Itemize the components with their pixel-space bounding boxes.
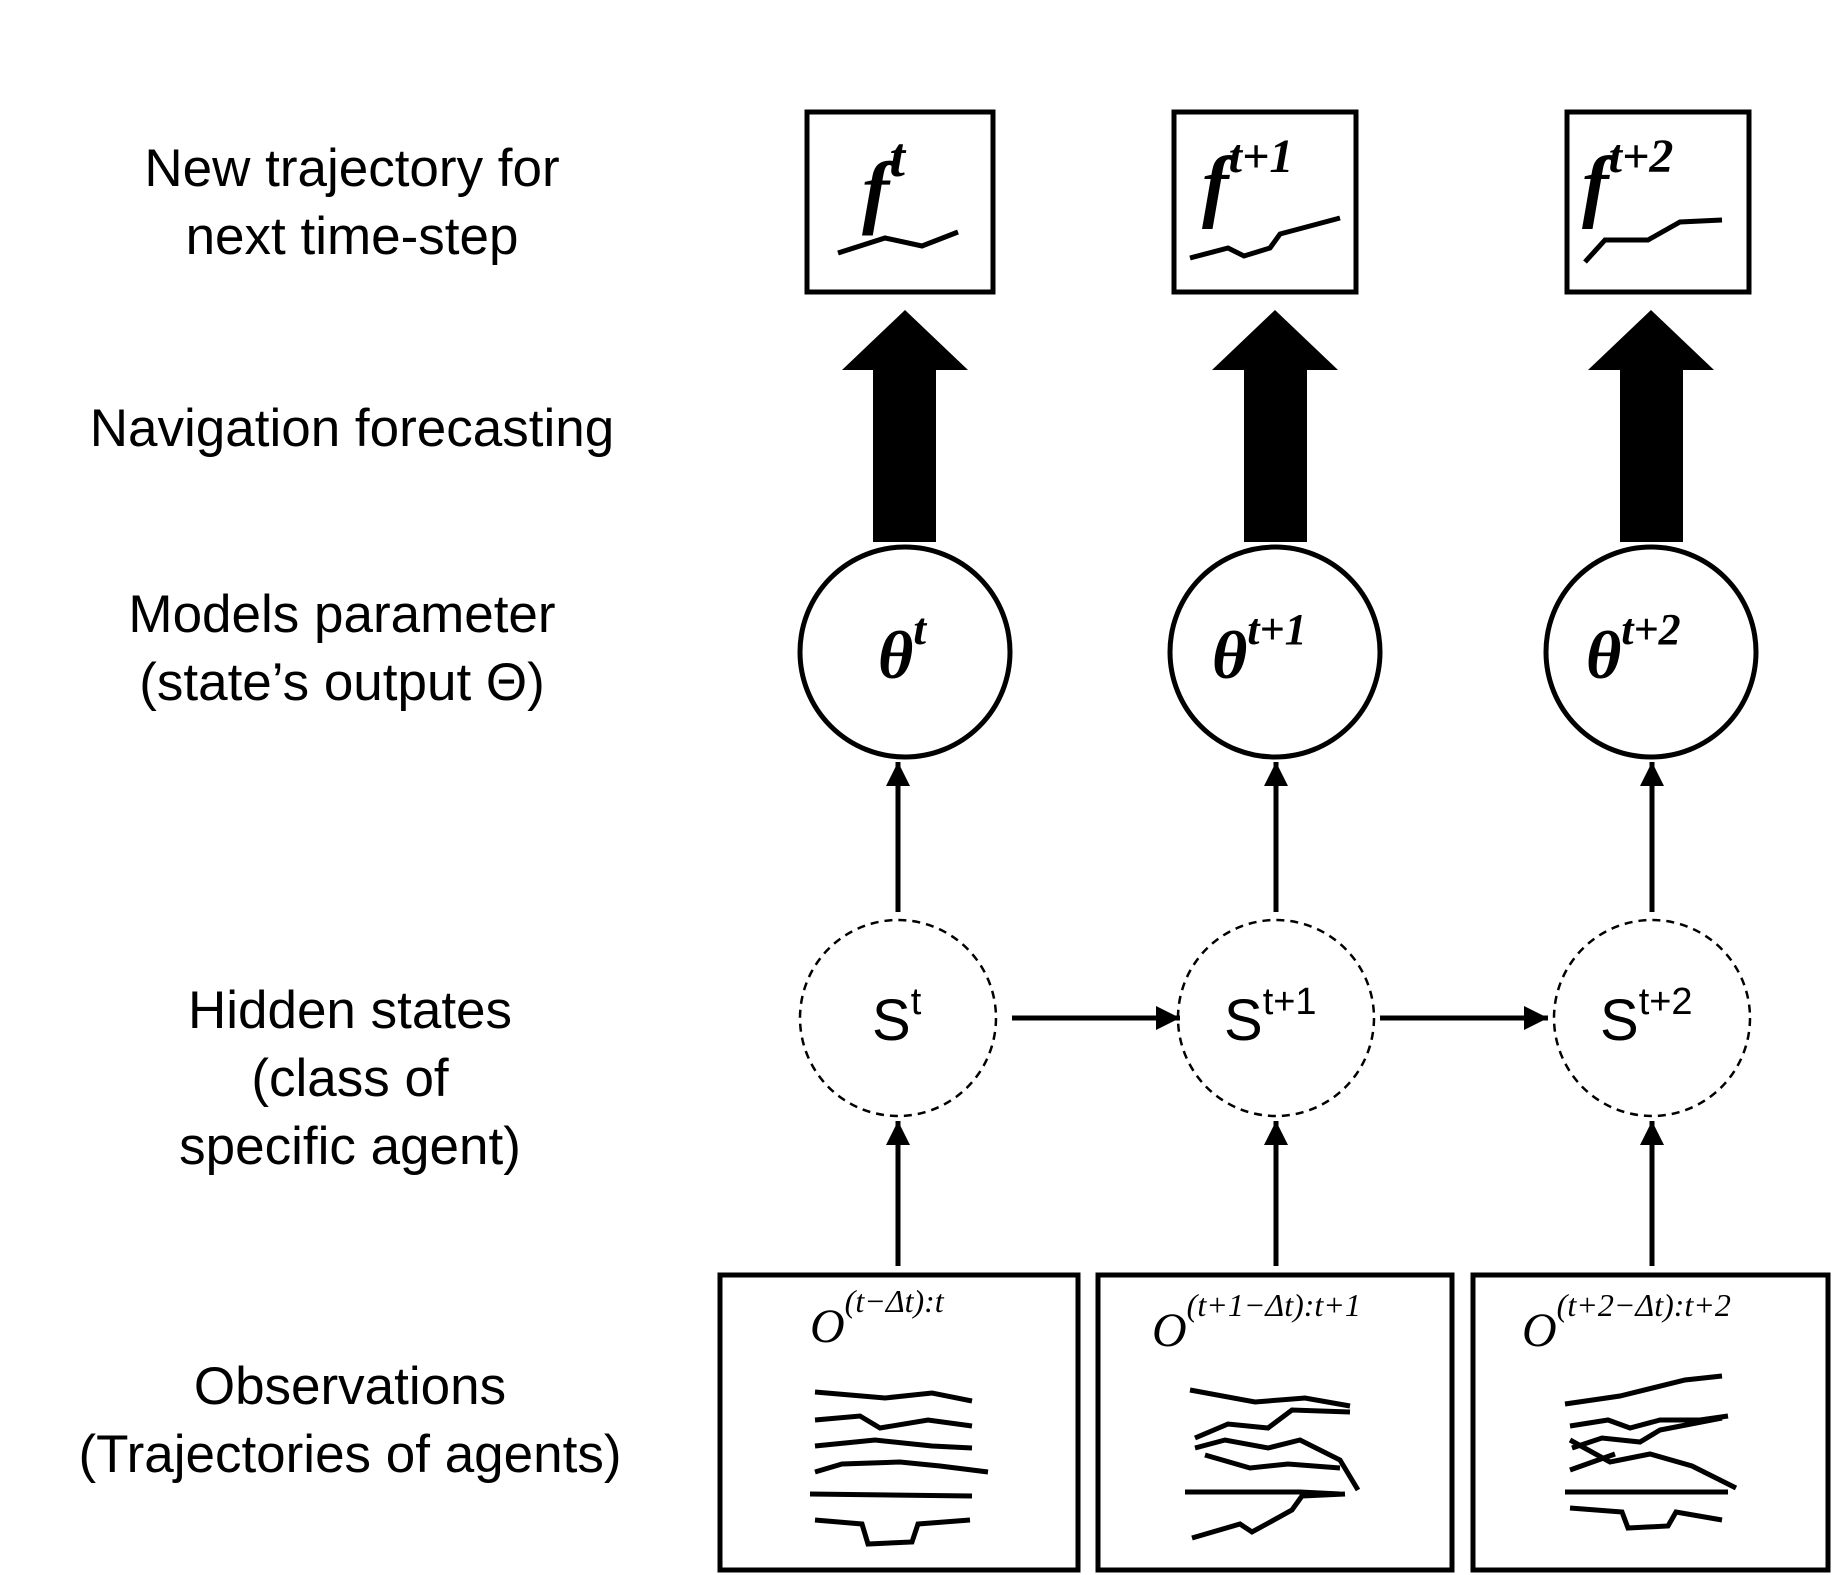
- observation-label: O(t−Δt):t: [810, 1283, 945, 1353]
- observation-sup: (t+1−Δt):t+1: [1187, 1287, 1361, 1323]
- label-line: New trajectory for: [144, 139, 560, 198]
- state-base: S: [1600, 988, 1639, 1053]
- forecast-trajectory: [1189, 215, 1341, 261]
- theta-node: [1543, 544, 1759, 760]
- state-base: S: [872, 988, 911, 1053]
- theta-node: [797, 544, 1013, 760]
- forecast-sup: t+2: [1609, 130, 1674, 183]
- theta-base: θ: [1212, 617, 1247, 693]
- label-line: (Trajectories of agents): [78, 1425, 622, 1484]
- observation-trajectories: [1564, 1373, 1738, 1531]
- observation-sup: (t+2−Δt):t+2: [1557, 1287, 1731, 1323]
- observation-base: O: [810, 1300, 845, 1353]
- label-line: Hidden states: [187, 981, 513, 1040]
- forecast-arrow: [1212, 310, 1338, 542]
- forecast-arrow: [842, 310, 968, 542]
- observation-label: O(t+2−Δt):t+2: [1522, 1287, 1731, 1357]
- observation-box: [1095, 1272, 1455, 1573]
- forecast-box: [804, 109, 996, 295]
- observation-box: [717, 1272, 1081, 1573]
- theta-sup: t+1: [1247, 605, 1306, 654]
- observation-base: O: [1522, 1304, 1557, 1357]
- state-sup: t+2: [1639, 981, 1693, 1023]
- hidden-state-node: [798, 918, 998, 1118]
- state-label: St: [872, 981, 922, 1053]
- label-line: Models parameter: [128, 585, 556, 644]
- observation-box: [1470, 1272, 1831, 1573]
- state-sup: t: [911, 981, 922, 1023]
- label-line: (class of: [251, 1049, 449, 1108]
- forecast-label: ft: [862, 127, 906, 236]
- label-observations: Observations (Trajectories of agents): [30, 1353, 670, 1489]
- label-hidden-states: Hidden states (class of specific agent): [90, 977, 610, 1181]
- observation-trajectories: [809, 1389, 989, 1547]
- state-label: St+2: [1600, 981, 1693, 1053]
- theta-node: [1167, 544, 1383, 760]
- theta-label: θt: [878, 603, 927, 693]
- forecast-box: [1171, 109, 1359, 295]
- hidden-state-node: [1552, 918, 1752, 1118]
- label-new-trajectory: New trajectory for next time-step: [92, 135, 612, 271]
- theta-sup: t: [913, 603, 927, 654]
- theta-label: θt+2: [1586, 605, 1681, 693]
- hidden-state-node: [1176, 918, 1376, 1118]
- forecast-label: ft+1: [1202, 130, 1293, 230]
- label-line: specific agent): [179, 1117, 521, 1176]
- label-line: next time-step: [185, 207, 519, 266]
- forecast-box: [1564, 109, 1752, 295]
- observation-label: O(t+1−Δt):t+1: [1152, 1287, 1361, 1357]
- observation-base: O: [1152, 1304, 1187, 1357]
- observation-trajectories: [1185, 1387, 1361, 1541]
- theta-sup: t+2: [1621, 605, 1680, 654]
- observation-sup: (t−Δt):t: [845, 1283, 945, 1319]
- label-line: (state’s output Θ): [139, 653, 545, 712]
- label-line: Observations: [193, 1357, 507, 1416]
- theta-label: θt+1: [1212, 605, 1307, 693]
- forecast-trajectory: [1583, 217, 1723, 264]
- forecast-sup: t+1: [1229, 130, 1294, 183]
- theta-base: θ: [1586, 617, 1621, 693]
- theta-base: θ: [878, 617, 913, 693]
- state-base: S: [1224, 988, 1263, 1053]
- label-navigation-forecasting: Navigation forecasting: [42, 395, 662, 463]
- state-sup: t+1: [1263, 981, 1317, 1023]
- forecast-trajectory: [837, 229, 959, 256]
- label-line: Navigation forecasting: [89, 399, 615, 458]
- forecast-label: ft+2: [1582, 130, 1673, 230]
- state-label: St+1: [1224, 981, 1317, 1053]
- forecast-arrow: [1588, 310, 1714, 542]
- label-models-parameter: Models parameter (state’s output Θ): [82, 581, 602, 717]
- forecast-sup: t: [889, 127, 906, 189]
